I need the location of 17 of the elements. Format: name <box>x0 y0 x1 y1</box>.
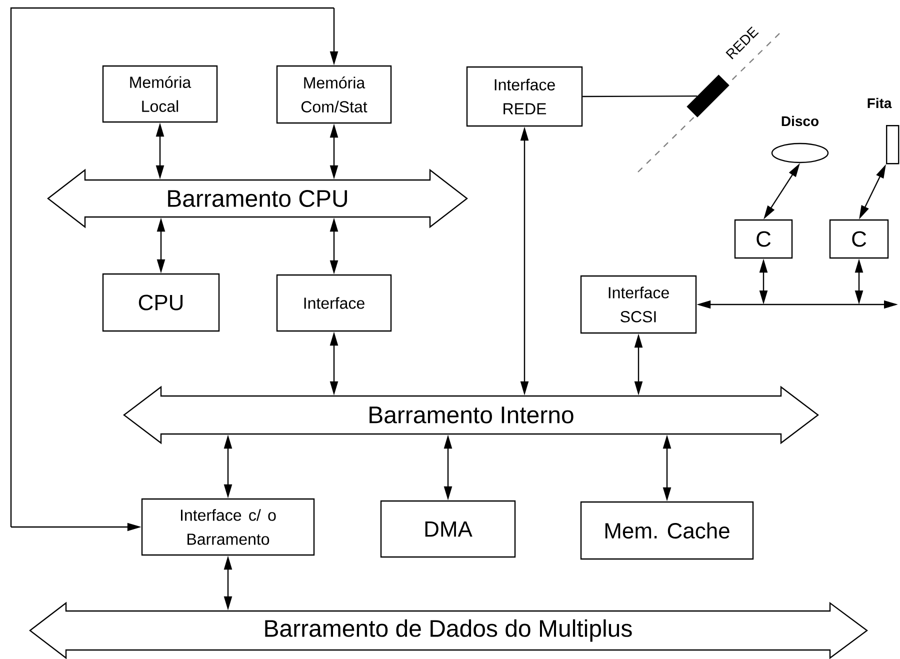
disk-drawing: Disco <box>771 116 829 164</box>
dma-box: DMA <box>380 500 516 558</box>
interface-box: Interface c/ o Barramento <box>141 498 315 556</box>
connector-line <box>582 95 698 98</box>
interface-box: Interface REDE <box>466 66 583 127</box>
cache-box: Mem. Cache <box>580 501 754 560</box>
controller-box: C <box>829 219 889 259</box>
processor-box: CPU <box>102 273 220 332</box>
node-label: Fita <box>868 98 892 108</box>
tape-drawing: Fita <box>868 98 900 164</box>
network-connector <box>686 74 730 118</box>
interface-box: Interface SCSI <box>580 275 697 334</box>
memory-box: Memória Com/Stat <box>276 65 392 124</box>
node-label: Disco <box>782 116 819 126</box>
interface-box: Interface <box>276 274 392 332</box>
memory-box: Memória Local <box>102 65 218 123</box>
controller-box: C <box>734 219 793 259</box>
